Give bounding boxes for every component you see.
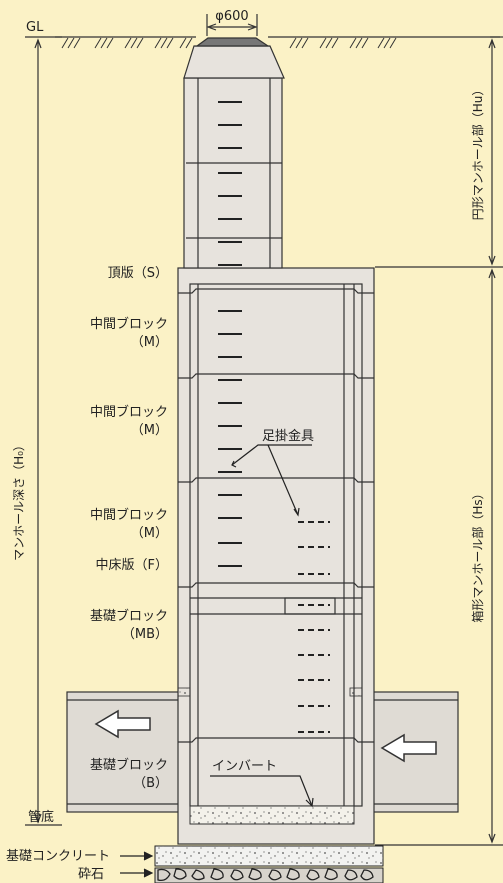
diameter-label: φ600 xyxy=(215,9,248,24)
crushed-stone-label: 砕石 xyxy=(78,867,104,882)
base-block-mb-label: 基礎ブロック xyxy=(90,608,168,624)
flow-arrow-right xyxy=(380,733,437,763)
invert-label: インバート xyxy=(212,759,277,774)
right-dimensions xyxy=(375,36,503,846)
left-pipe xyxy=(66,691,180,813)
round-section-label: 円形マンホール部（Hu） xyxy=(470,84,485,221)
crushed-stone-pattern xyxy=(157,868,374,882)
pipe-bottom-label: 管底 xyxy=(28,809,54,825)
middle-block-code-3: （M） xyxy=(131,526,168,541)
grout-left xyxy=(177,687,191,697)
middle-floor-opening xyxy=(284,597,336,615)
base-concrete-label: 基礎コンクリート xyxy=(6,849,110,864)
box-manhole-body xyxy=(177,267,375,845)
ground-hatch xyxy=(61,37,397,49)
middle-block-label-1: 中間ブロック xyxy=(90,316,168,332)
middle-floor-label: 中床版（F） xyxy=(96,558,168,573)
step-dashes xyxy=(298,521,330,733)
step-fitting-label: 足掛金具 xyxy=(262,428,314,444)
round-manhole-shaft xyxy=(183,37,285,269)
diameter-dimension xyxy=(206,14,258,36)
gl-label: GL xyxy=(26,20,44,35)
manhole-depth-label: マンホール深さ（H₀） xyxy=(12,439,26,561)
middle-block-label-3: 中間ブロック xyxy=(90,507,168,523)
grout-right xyxy=(349,687,363,697)
base-block-b-label: 基礎ブロック xyxy=(90,757,168,773)
box-section-label: 箱形マンホール部（Hs） xyxy=(470,487,485,622)
leader-lines xyxy=(120,444,314,878)
invert-texture xyxy=(190,806,354,824)
middle-block-label-2: 中間ブロック xyxy=(90,404,168,420)
base-concrete-texture xyxy=(155,846,383,866)
base-block-b-code: （B） xyxy=(133,776,168,791)
base-block-mb-code: （MB） xyxy=(122,627,168,642)
middle-block-code-2: （M） xyxy=(131,423,168,438)
top-slab-label: 頂版（S） xyxy=(108,266,168,281)
depth-dimension xyxy=(25,36,62,826)
flow-arrow-left xyxy=(94,709,151,739)
ladder-rungs xyxy=(218,101,242,567)
middle-block-code-1: （M） xyxy=(131,335,168,350)
